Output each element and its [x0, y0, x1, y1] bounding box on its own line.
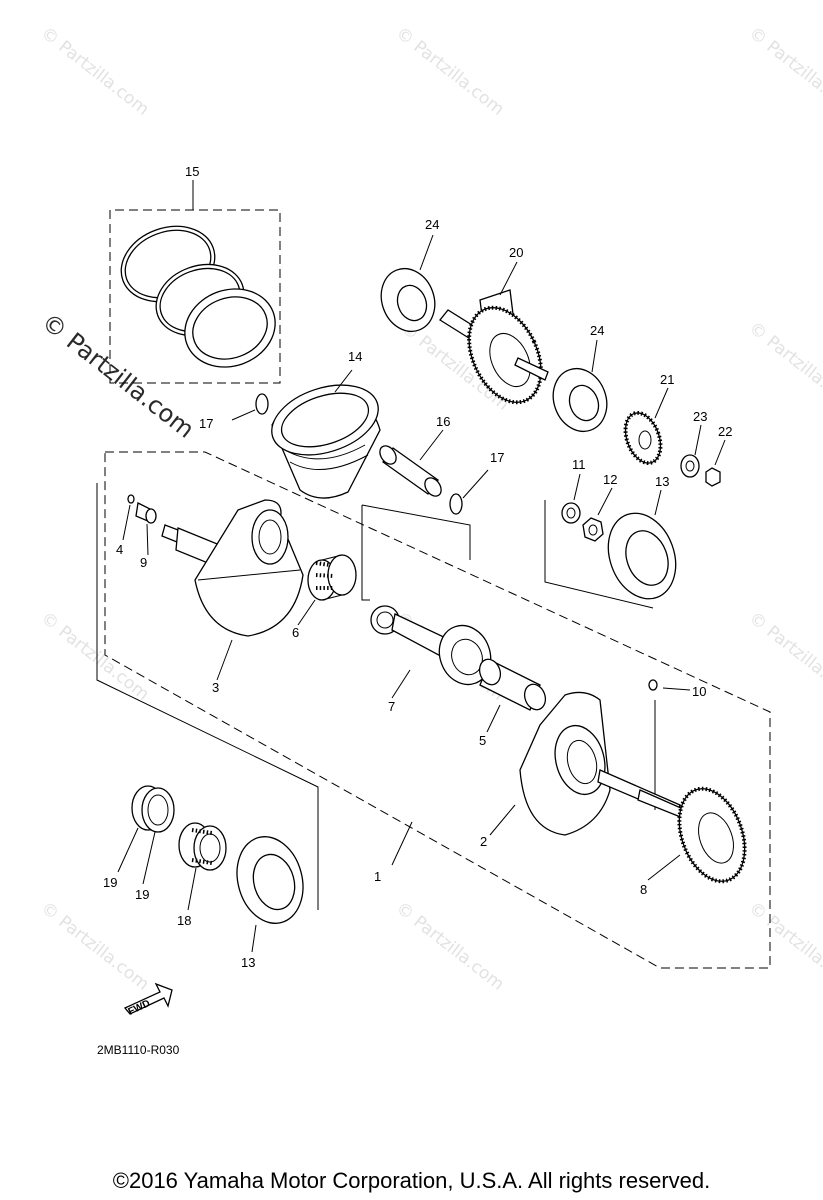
watermark-text: © Partzilla.com	[745, 318, 823, 415]
washer-11	[561, 473, 581, 524]
callout-12: 12	[603, 472, 617, 487]
bracket-bearing-group	[544, 500, 654, 609]
fwd-label: FWD	[127, 998, 152, 1018]
watermark-text: © Partzilla.com	[37, 898, 153, 995]
callout-8: 8	[640, 882, 647, 897]
bearing-upper-24	[380, 234, 436, 333]
balancer-shaft	[439, 261, 549, 405]
callout-3: 3	[212, 680, 219, 695]
nut-12	[582, 487, 613, 542]
watermark-text: © Partzilla.com	[745, 608, 823, 705]
callout-2: 2	[480, 834, 487, 849]
piston	[271, 369, 381, 499]
callout-17: 17	[199, 416, 213, 431]
copyright-footer: ©2016 Yamaha Motor Corporation, U.S.A. A…	[112, 1168, 711, 1193]
connecting-rod	[370, 605, 492, 699]
callout-13: 13	[241, 955, 255, 970]
watermark-text: © Partzilla.com	[392, 898, 508, 995]
callout-22: 22	[718, 424, 732, 439]
bracket-crank-left	[96, 483, 319, 910]
callout-18: 18	[177, 913, 191, 928]
primary-drive-gear	[647, 786, 747, 884]
key-10	[648, 679, 691, 691]
callout-20: 20	[509, 245, 523, 260]
callout-9: 9	[140, 555, 147, 570]
watermark-text: © Partzilla.com	[745, 23, 823, 120]
callout-19: 19	[135, 887, 149, 902]
callout-6: 6	[292, 625, 299, 640]
oil-seal-19a	[117, 785, 175, 873]
washer-23	[680, 424, 702, 478]
callout-13: 13	[655, 474, 669, 489]
callout-24: 24	[590, 323, 604, 338]
callout-5: 5	[479, 733, 486, 748]
callout-4: 4	[116, 542, 123, 557]
piston-ring-set	[109, 180, 281, 384]
crank-pin-5	[478, 658, 547, 733]
diagram-code: 2MB1110-R030	[97, 1043, 180, 1057]
callout-24: 24	[425, 217, 439, 232]
watermark-text: © Partzilla.com	[392, 23, 508, 120]
piston-pin	[379, 429, 444, 497]
key-4	[122, 494, 135, 541]
callout-11: 11	[572, 457, 586, 472]
callout-16: 16	[436, 414, 450, 429]
crankshaft-assembly-outline	[104, 451, 771, 969]
drive-gear-21	[623, 387, 669, 466]
circlip-upper	[231, 393, 269, 421]
bearing-13-lower	[236, 836, 304, 953]
callout-14: 14	[348, 349, 362, 364]
callout-19: 19	[103, 875, 117, 890]
dowel-9	[135, 502, 157, 556]
callout-labels: 15 24 20 24 14 21 17 23 22 16 17 11 12 1…	[103, 164, 732, 970]
watermark-text: © Partzilla.com	[745, 898, 823, 995]
fwd-arrow-icon: FWD	[123, 982, 173, 1018]
crank-web-right	[489, 691, 691, 836]
leader-1	[391, 821, 413, 866]
bracket-pin-group	[361, 504, 471, 560]
callout-17: 17	[490, 450, 504, 465]
circlip-lower	[449, 469, 489, 515]
callout-1: 1	[374, 869, 381, 884]
bearing-middle-24	[552, 339, 608, 433]
spacer-18	[178, 822, 227, 911]
watermark-text: © Partzilla.com	[37, 23, 153, 120]
nut-22	[705, 439, 726, 487]
bracket-pin-group	[361, 505, 370, 601]
needle-bearing-6	[297, 554, 357, 626]
bearing-13-upper	[607, 489, 677, 600]
callout-21: 21	[660, 372, 674, 387]
crank-web-left	[161, 499, 304, 681]
callout-7: 7	[388, 699, 395, 714]
callout-15: 15	[185, 164, 199, 179]
watermark-text: © Partzilla.com	[37, 608, 153, 705]
callout-10: 10	[692, 684, 706, 699]
callout-23: 23	[693, 409, 707, 424]
oil-seal-19b	[142, 831, 156, 885]
